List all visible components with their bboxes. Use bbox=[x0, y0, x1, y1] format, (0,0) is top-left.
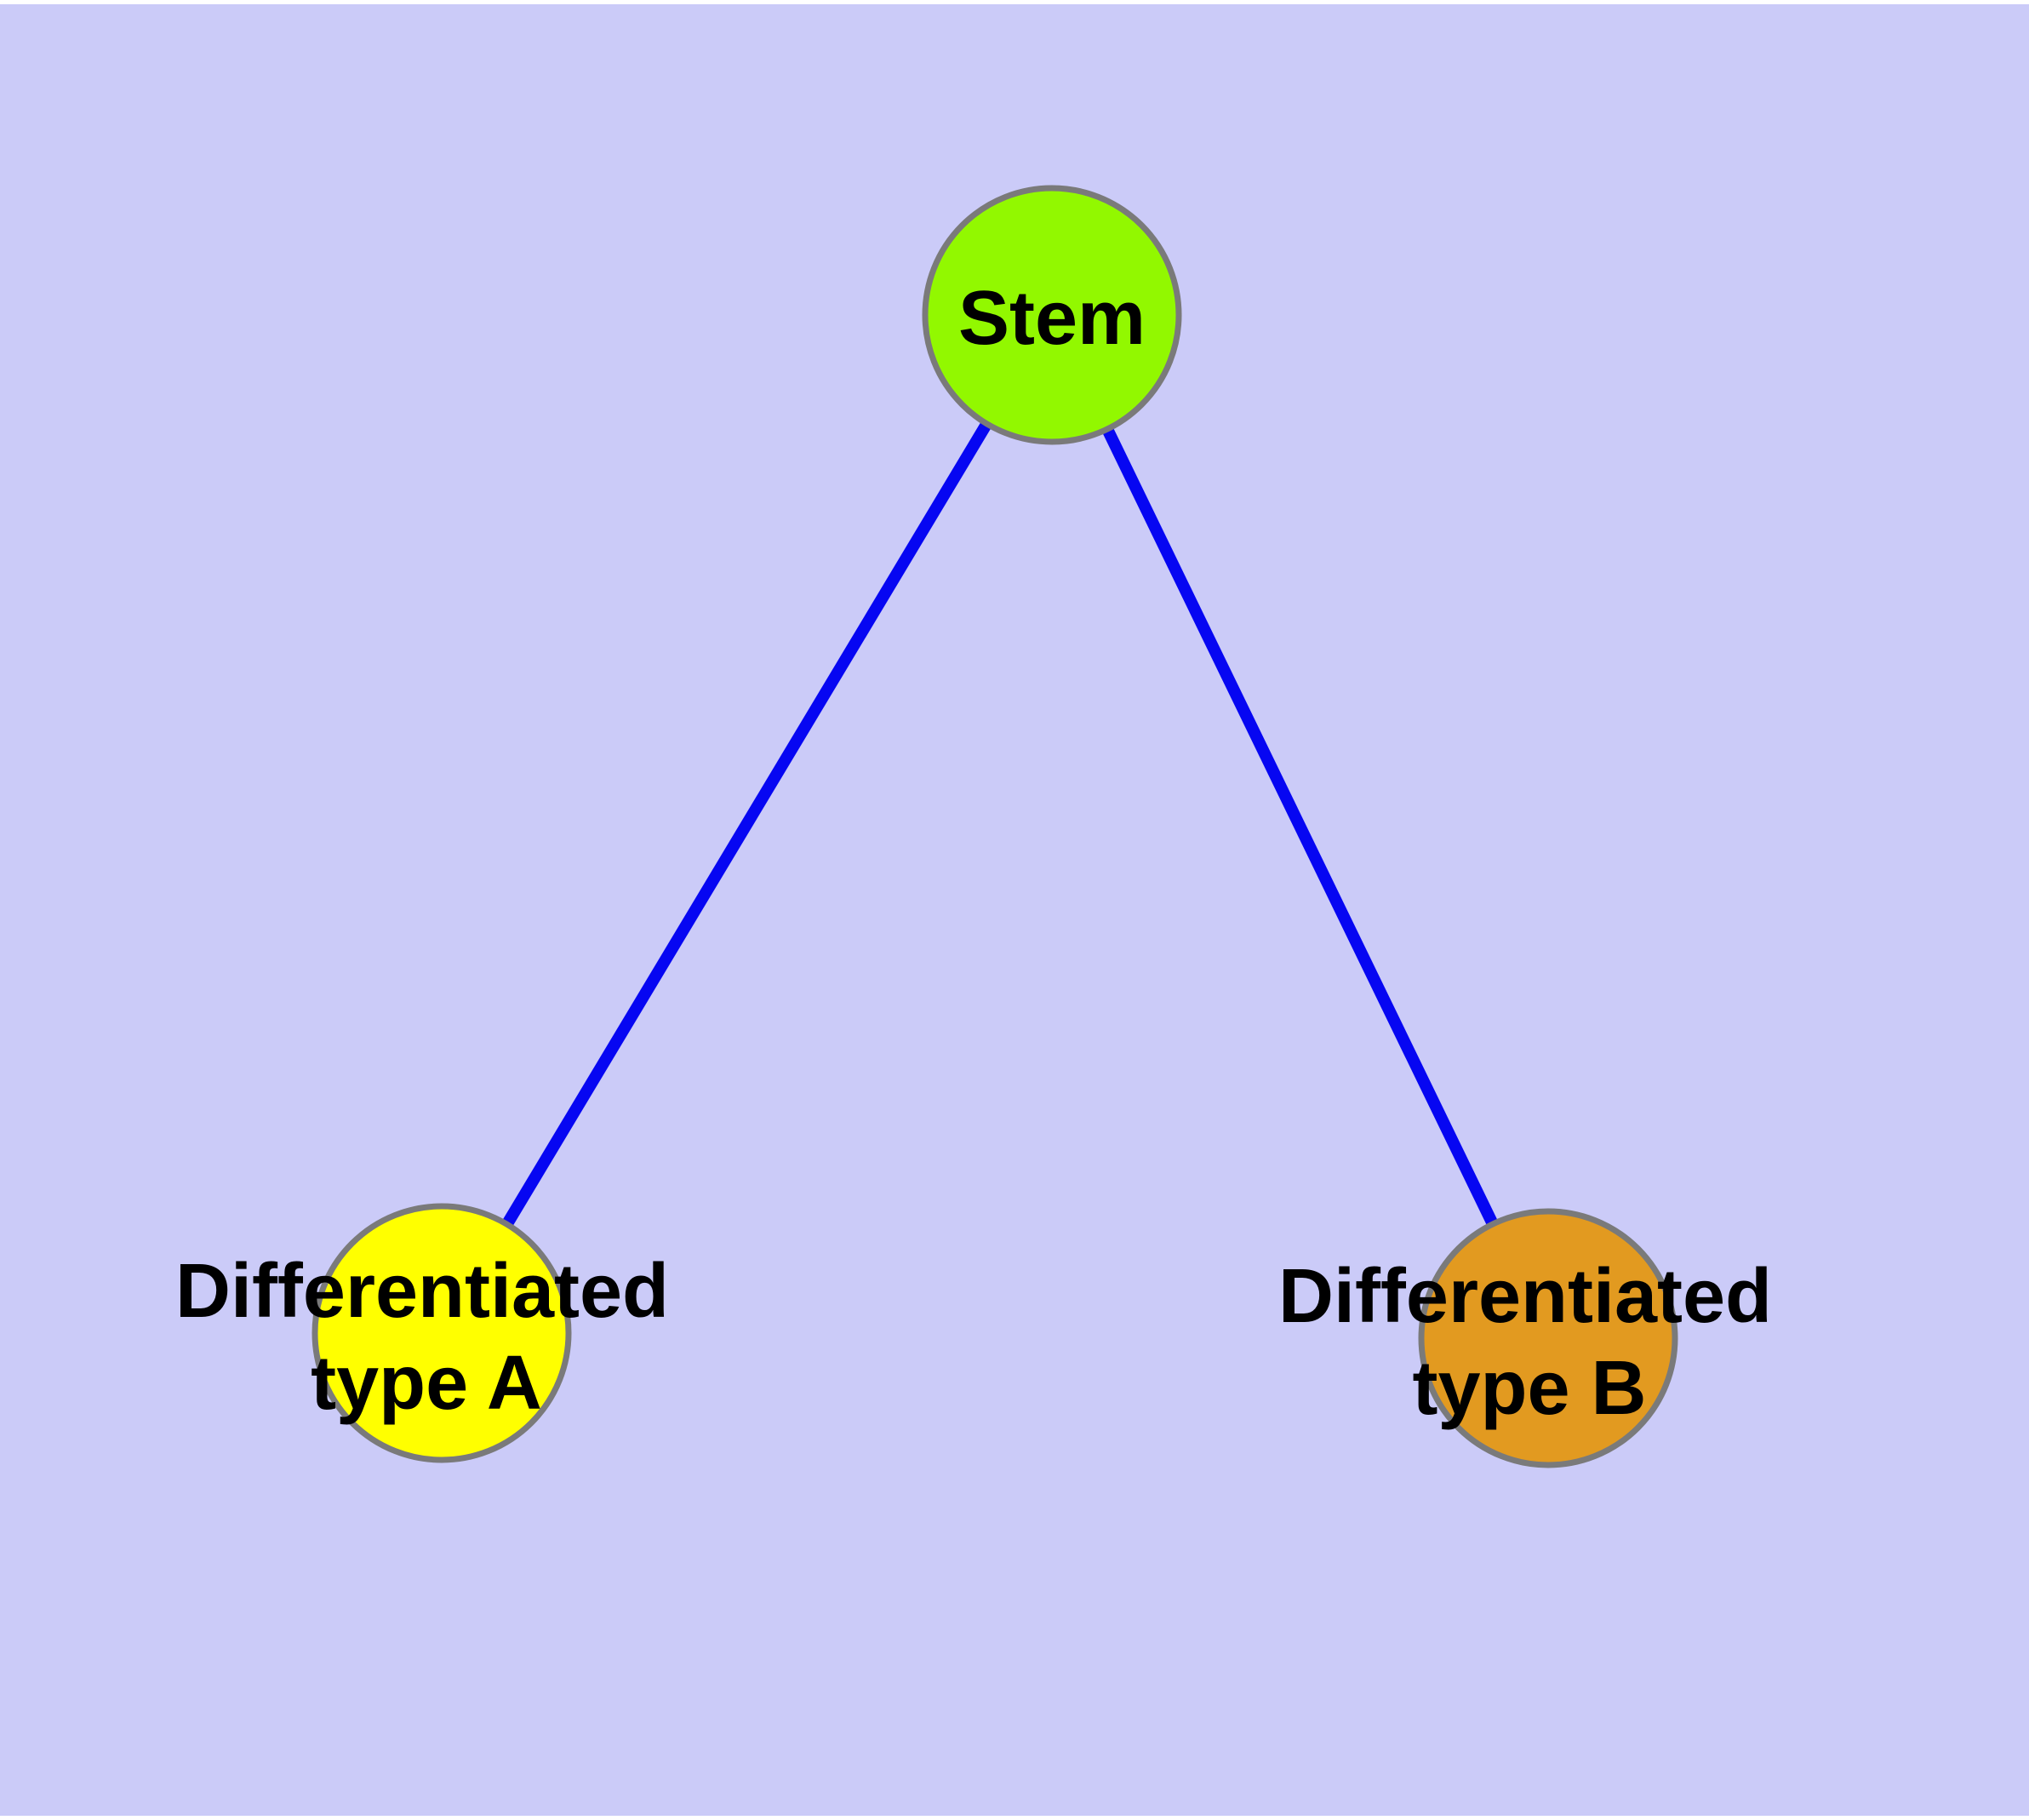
node-stem-circle bbox=[922, 185, 1182, 445]
node-stem-label: Stem bbox=[958, 276, 1146, 361]
node-type-a-label-line1: Differentiated bbox=[175, 1249, 669, 1334]
node-type-a-label-line2: type A bbox=[311, 1341, 542, 1426]
node-type-b-label-line2: type B bbox=[1412, 1346, 1646, 1431]
node-type-a-circle bbox=[311, 1203, 572, 1463]
edge-stem-to-type-a bbox=[436, 312, 1058, 1336]
node-type-b-circle bbox=[1418, 1208, 1678, 1468]
node-type-b-label-line1: Differentiated bbox=[1278, 1254, 1772, 1339]
edge-stem-to-type-b bbox=[1046, 312, 1554, 1342]
